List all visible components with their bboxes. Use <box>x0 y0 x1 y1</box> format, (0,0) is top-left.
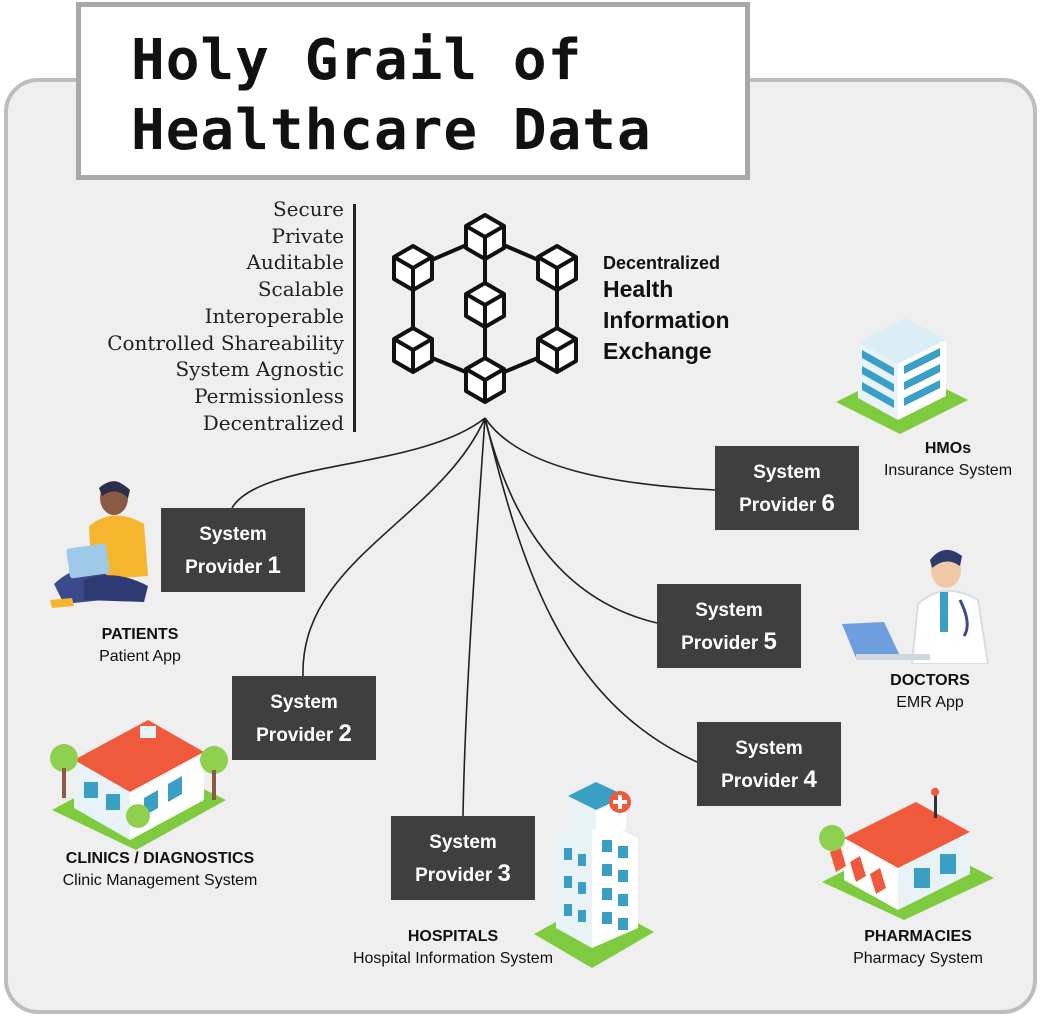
property-item: Permissionless <box>194 383 344 408</box>
hub-label-line-2: Health <box>603 276 674 302</box>
provider-word: Provider <box>415 865 493 886</box>
pharmacies-caption: PHARMACIES Pharmacy System <box>830 926 1006 970</box>
property-item: Interoperable <box>204 303 344 328</box>
property-item: Scalable <box>257 277 344 302</box>
hub-label: Decentralized Health Information Exchang… <box>603 252 730 367</box>
pharmacy-illustration <box>819 788 994 920</box>
patients-caption: PATIENTS Patient App <box>60 624 220 668</box>
patient-illustration <box>50 481 148 608</box>
provider-number: 1 <box>267 552 281 579</box>
clinic-illustration <box>50 720 228 850</box>
property-item: Private <box>271 223 344 248</box>
doctors-caption: DOCTORS EMR App <box>870 670 990 714</box>
hub-label-line-4: Exchange <box>603 338 712 364</box>
hospitals-system: Hospital Information System <box>352 950 554 967</box>
system-provider-5: System Provider 5 <box>657 584 801 668</box>
doctors-heading: DOCTORS <box>890 672 970 689</box>
provider-number: 5 <box>763 628 777 655</box>
blockchain-network-icon <box>392 213 578 404</box>
provider-number: 2 <box>338 720 352 747</box>
title-box: Holy Grail of Healthcare Data <box>76 2 750 180</box>
provider-label: System <box>199 524 267 545</box>
provider-label: System <box>753 462 821 483</box>
hub-label-line-3: Information <box>603 307 730 333</box>
system-provider-4: System Provider 4 <box>697 722 841 806</box>
system-provider-2: System Provider 2 <box>232 676 376 760</box>
property-item: Auditable <box>246 250 344 275</box>
pharmacies-heading: PHARMACIES <box>864 928 972 945</box>
provider-word: Provider <box>256 725 334 746</box>
property-item: Decentralized <box>202 410 344 435</box>
provider-label: System <box>429 832 497 853</box>
system-provider-6: System Provider 6 <box>715 446 859 530</box>
patients-system: Patient App <box>99 648 181 665</box>
doctor-illustration <box>842 549 990 664</box>
provider-number: 3 <box>497 860 511 887</box>
provider-number: 6 <box>821 490 835 517</box>
provider-label: System <box>735 738 803 759</box>
properties-list: Secure Private Auditable Scalable Intero… <box>40 196 344 436</box>
provider-word: Provider <box>185 557 263 578</box>
hmos-system: Insurance System <box>883 462 1013 479</box>
hospitals-heading: HOSPITALS <box>407 928 499 945</box>
properties-divider <box>353 204 356 432</box>
title-line-1: Holy Grail of <box>131 28 583 93</box>
property-item: Secure <box>272 197 344 221</box>
pharmacies-system: Pharmacy System <box>853 950 983 967</box>
property-item: Controlled Shareability <box>107 330 344 355</box>
provider-label: System <box>695 600 763 621</box>
provider-number: 4 <box>803 766 817 793</box>
provider-word: Provider <box>681 633 759 654</box>
system-provider-1: System Provider 1 <box>161 508 305 592</box>
provider-word: Provider <box>739 495 817 516</box>
property-item: System Agnostic <box>175 357 344 382</box>
hospital-illustration <box>534 782 654 968</box>
provider-label: System <box>270 692 338 713</box>
hospitals-caption: HOSPITALS Hospital Information System <box>330 926 576 970</box>
doctors-system: EMR App <box>896 694 964 711</box>
hub-label-line-1: Decentralized <box>603 253 721 273</box>
provider-word: Provider <box>721 771 799 792</box>
system-provider-3: System Provider 3 <box>391 816 535 900</box>
patients-heading: PATIENTS <box>101 626 179 643</box>
clinics-caption: CLINICS / DIAGNOSTICS Clinic Management … <box>40 848 280 892</box>
clinics-system: Clinic Management System <box>62 872 258 889</box>
clinics-heading: CLINICS / DIAGNOSTICS <box>65 850 255 867</box>
hmos-heading: HMOs <box>924 440 972 457</box>
hmos-caption: HMOs Insurance System <box>862 438 1034 482</box>
title-line-2: Healthcare Data <box>131 98 652 163</box>
hmo-building-illustration <box>836 318 968 434</box>
